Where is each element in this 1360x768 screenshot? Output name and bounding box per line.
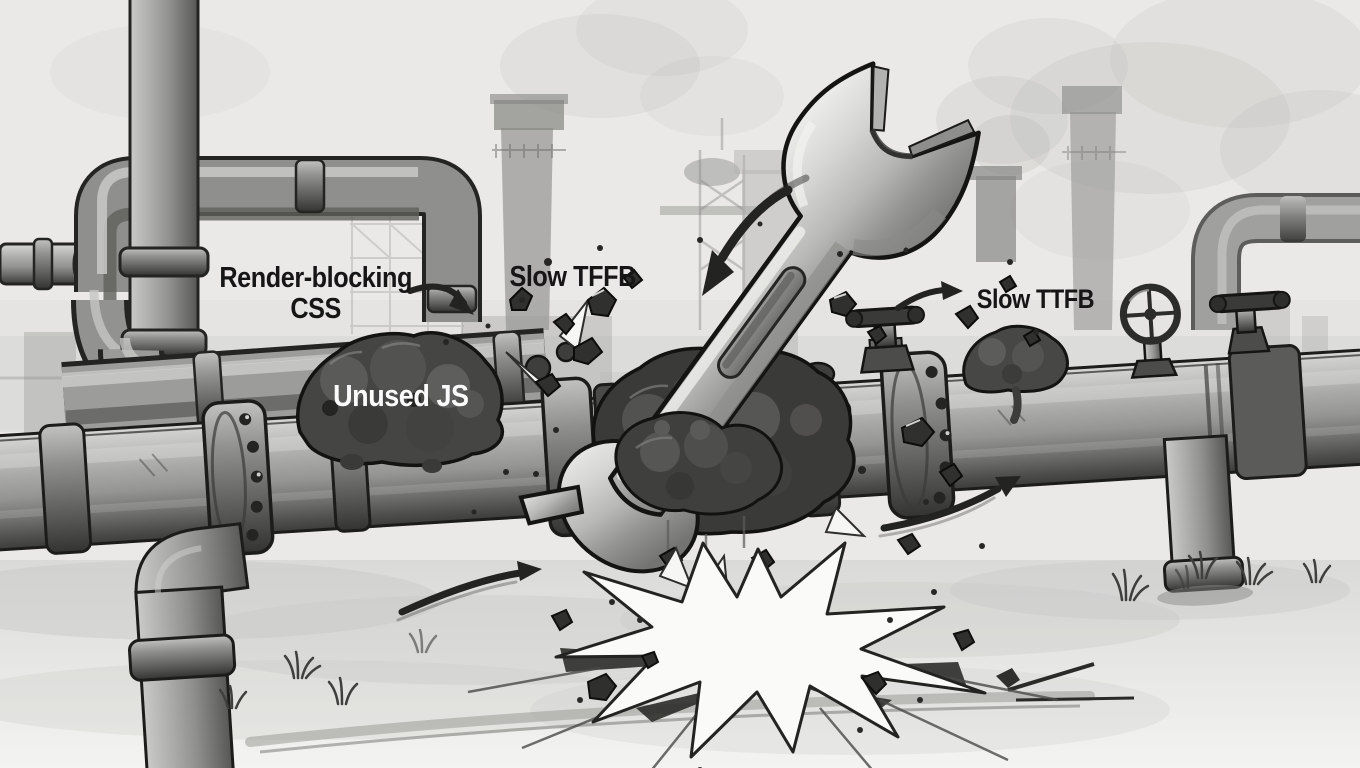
sludge-clog-unused-js xyxy=(296,331,505,473)
arrow-to-wrench-icon xyxy=(702,174,810,296)
pipe-collar xyxy=(38,422,93,555)
arrow-flow-bottom-right-icon xyxy=(878,476,1021,538)
support-pipe-right xyxy=(1157,434,1254,606)
handwheel-valve xyxy=(1119,283,1181,379)
arrow-to-slow-ttfb-icon xyxy=(895,281,963,311)
pipe-sleeve xyxy=(1227,344,1308,480)
annotation-arrows xyxy=(396,174,1021,622)
arrow-from-render-blocking-css-icon xyxy=(407,283,474,315)
arch-pipe xyxy=(74,156,482,322)
splatter-dots xyxy=(443,221,1039,605)
explosion-starburst xyxy=(467,532,1059,768)
sludge-blob-right xyxy=(962,324,1069,424)
arrow-flow-bottom-left-icon xyxy=(396,561,542,622)
rocks xyxy=(550,532,976,702)
grass-tufts xyxy=(218,550,1332,710)
t-valve-right xyxy=(1208,290,1291,355)
down-elbow-left xyxy=(128,522,250,768)
background-pipe-upper-right xyxy=(1191,193,1360,330)
sludge-burst-front xyxy=(614,411,784,516)
flying-debris xyxy=(443,221,1042,605)
pipe-flange-left xyxy=(201,399,275,557)
